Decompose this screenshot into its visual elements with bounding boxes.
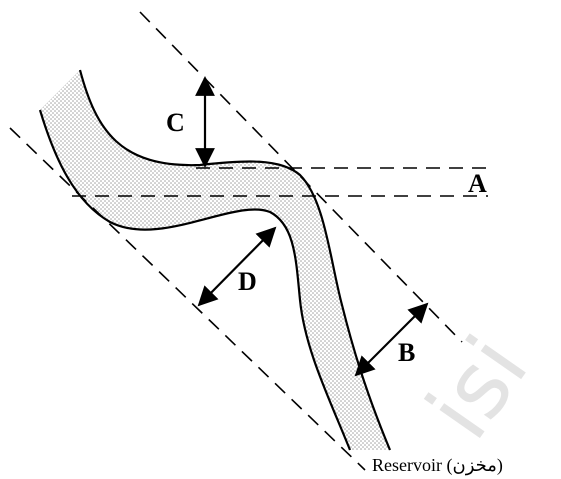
arrow-d <box>197 226 277 307</box>
reservoir-layer <box>40 70 390 450</box>
label-c: C <box>166 108 185 137</box>
watermark-text: isi <box>407 318 549 458</box>
label-b: B <box>398 338 415 367</box>
label-a: A <box>468 169 487 198</box>
lower-diagonal-dashed-line <box>9 127 366 471</box>
upper-diagonal-dashed-line <box>139 11 463 343</box>
reservoir-caption: Reservoir (مخزن) <box>372 455 503 476</box>
label-d: D <box>238 267 257 296</box>
top-contact-line <box>78 69 392 451</box>
arrow-b <box>354 302 429 377</box>
